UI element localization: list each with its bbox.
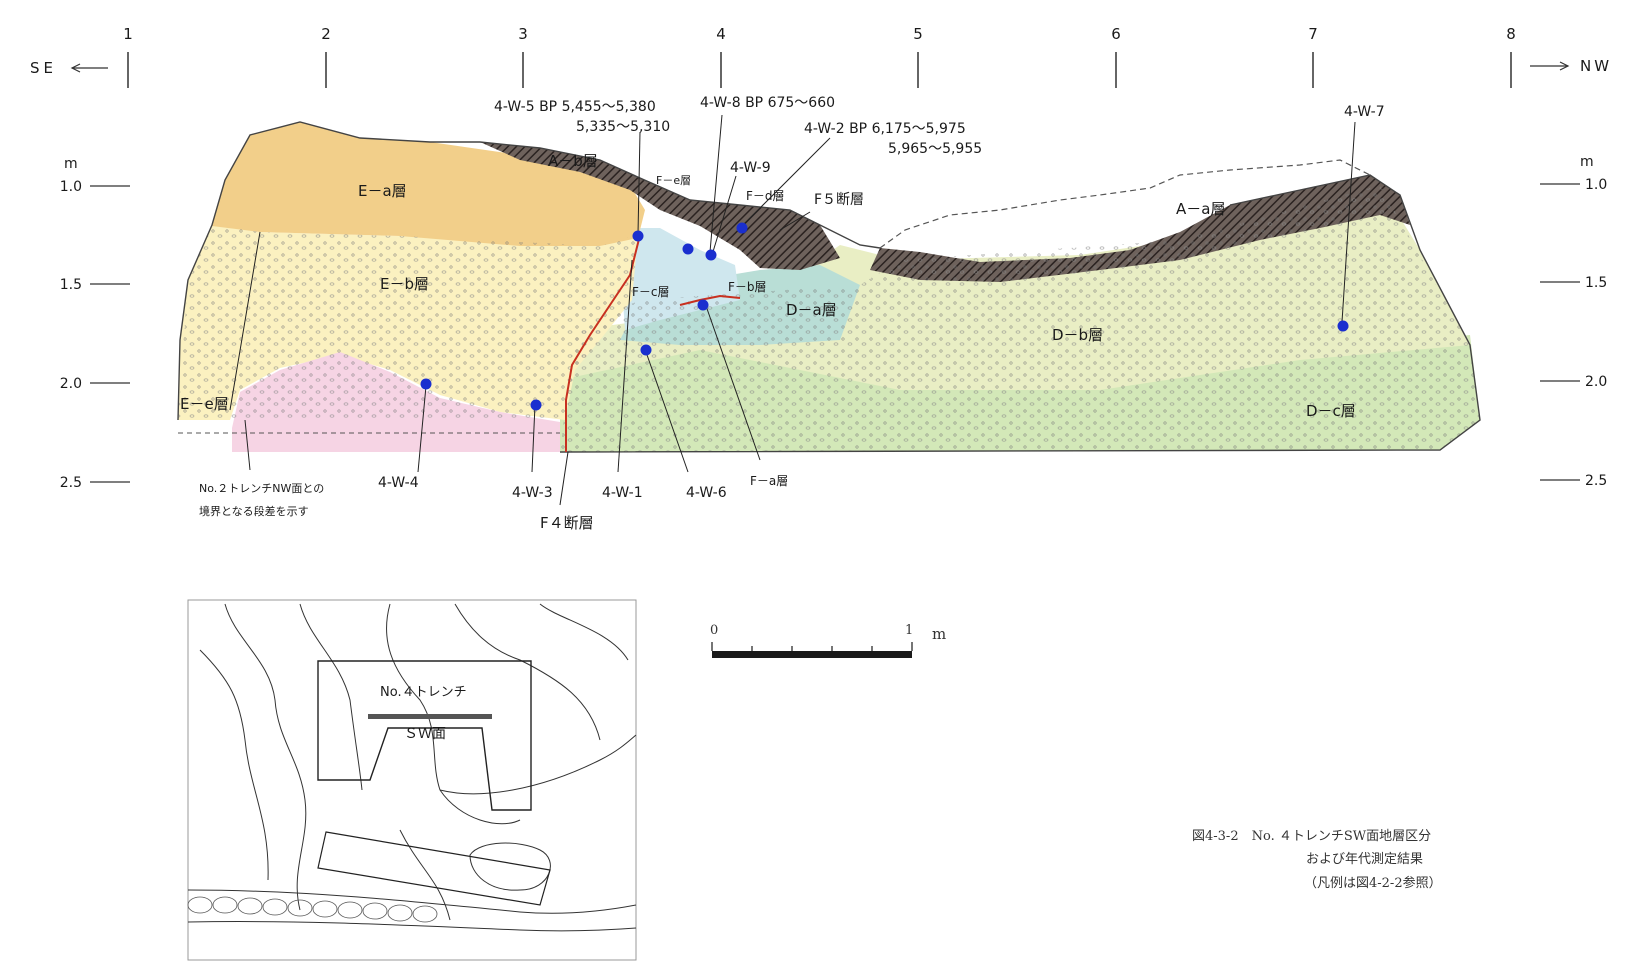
- note-line-2: 境界となる段差を示す: [199, 504, 309, 518]
- label-layer-fa: F－a層: [750, 474, 788, 488]
- sample-point-w8b: [705, 249, 717, 261]
- column-label-5: 5: [913, 25, 923, 43]
- note-line-1: No.２トレンチNW面との: [199, 482, 324, 495]
- depth-axis-left: m 1.0 1.5 2.0 2.5: [60, 156, 130, 491]
- label-layer-da: D－a層: [786, 301, 837, 319]
- label-sample-w5-range2: 5,335～5,310: [576, 119, 670, 135]
- figure-caption-line-2: および年代測定結果: [1306, 852, 1424, 867]
- depth-tick-right-4: 2.5: [1585, 473, 1607, 489]
- label-layer-fd: F－d層: [746, 189, 785, 203]
- arrow-left-icon: [70, 63, 108, 73]
- depth-unit-left: m: [64, 156, 78, 172]
- sample-points: [420, 222, 1349, 411]
- sample-point-w7: [1337, 320, 1349, 332]
- label-layer-fe: F－e層: [656, 174, 691, 187]
- sample-point-w6: [640, 344, 652, 356]
- label-layer-fc: F－c層: [632, 285, 670, 299]
- arrow-right-icon: [1530, 61, 1570, 71]
- depth-tick-right-2: 1.5: [1585, 275, 1607, 291]
- plan-face-label: ＳＷ面: [404, 726, 446, 742]
- label-sample-w2: 4-W-2 BP 6,175～5,975: [804, 121, 966, 137]
- sample-point-w3: [530, 399, 542, 411]
- column-label-4: 4: [716, 25, 726, 43]
- label-sample-w2-range2: 5,965～5,955: [888, 141, 982, 157]
- label-sample-w9: 4-W-9: [730, 160, 771, 176]
- label-layer-dc: D－c層: [1306, 402, 1356, 420]
- sample-point-w8: [682, 243, 694, 255]
- figure-caption-line-1: 図4-3-2 No. ４トレンチSW面地層区分: [1192, 829, 1432, 844]
- plan-trench-label: No.４トレンチ: [380, 685, 467, 700]
- label-layer-db: D－b層: [1052, 326, 1103, 344]
- figure-caption-line-3: （凡例は図4-2-2参照）: [1304, 876, 1442, 891]
- column-ruler: [127, 52, 1512, 88]
- sample-point-w9: [736, 222, 748, 234]
- depth-tick-right-3: 2.0: [1585, 374, 1607, 390]
- column-label-7: 7: [1308, 25, 1318, 43]
- label-layer-ab: A－b層: [548, 152, 598, 170]
- label-layer-fb: F－b層: [728, 280, 767, 294]
- sample-point-w4: [420, 378, 432, 390]
- depth-unit-right: m: [1580, 154, 1594, 170]
- label-fault-f5: F５断層: [814, 192, 864, 208]
- column-label-2: 2: [321, 25, 331, 43]
- sample-point-w1: [697, 299, 709, 311]
- label-layer-eb: E－b層: [380, 275, 429, 293]
- label-layer-ee: E－e層: [180, 395, 229, 413]
- label-sample-w6: 4-W-6: [686, 485, 727, 501]
- column-label-3: 3: [518, 25, 528, 43]
- fault-f4: [565, 234, 641, 452]
- label-sample-w3: 4-W-3: [512, 485, 553, 501]
- label-layer-ea: E－a層: [358, 182, 407, 200]
- plan-inset: No.４トレンチ ＳＷ面: [187, 599, 637, 961]
- layer-ea: [212, 122, 645, 246]
- scale-unit: m: [932, 625, 946, 643]
- orientation-se: SE: [30, 59, 57, 77]
- label-sample-w7: 4-W-7: [1344, 104, 1385, 120]
- depth-tick-left-2: 1.5: [60, 277, 82, 293]
- scale-bar: 0 1 m: [710, 623, 946, 658]
- layer-aa: [870, 175, 1410, 282]
- column-label-1: 1: [123, 25, 133, 43]
- orientation-nw: NW: [1580, 57, 1612, 75]
- scale-one: 1: [905, 623, 913, 638]
- column-label-8: 8: [1506, 25, 1516, 43]
- depth-tick-left-4: 2.5: [60, 475, 82, 491]
- depth-tick-left-3: 2.0: [60, 376, 82, 392]
- depth-tick-right-1: 1.0: [1585, 177, 1607, 193]
- column-label-6: 6: [1111, 25, 1121, 43]
- label-sample-w5: 4-W-5 BP 5,455～5,380: [494, 99, 656, 115]
- strata-section: [177, 121, 1481, 453]
- label-fault-f4: F４断層: [540, 514, 594, 532]
- leader-lines: [229, 114, 1356, 506]
- label-sample-w4: 4-W-4: [378, 475, 419, 491]
- sample-point-w5: [632, 230, 644, 242]
- label-layer-aa: A－a層: [1176, 200, 1225, 218]
- layer-ab: [480, 142, 840, 270]
- depth-axis-right: m 1.0 1.5 2.0 2.5: [1540, 154, 1607, 489]
- label-sample-w1: 4-W-1: [602, 485, 643, 501]
- depth-tick-left-1: 1.0: [60, 179, 82, 195]
- scale-zero: 0: [710, 623, 718, 638]
- label-sample-w8: 4-W-8 BP 675～660: [700, 95, 835, 111]
